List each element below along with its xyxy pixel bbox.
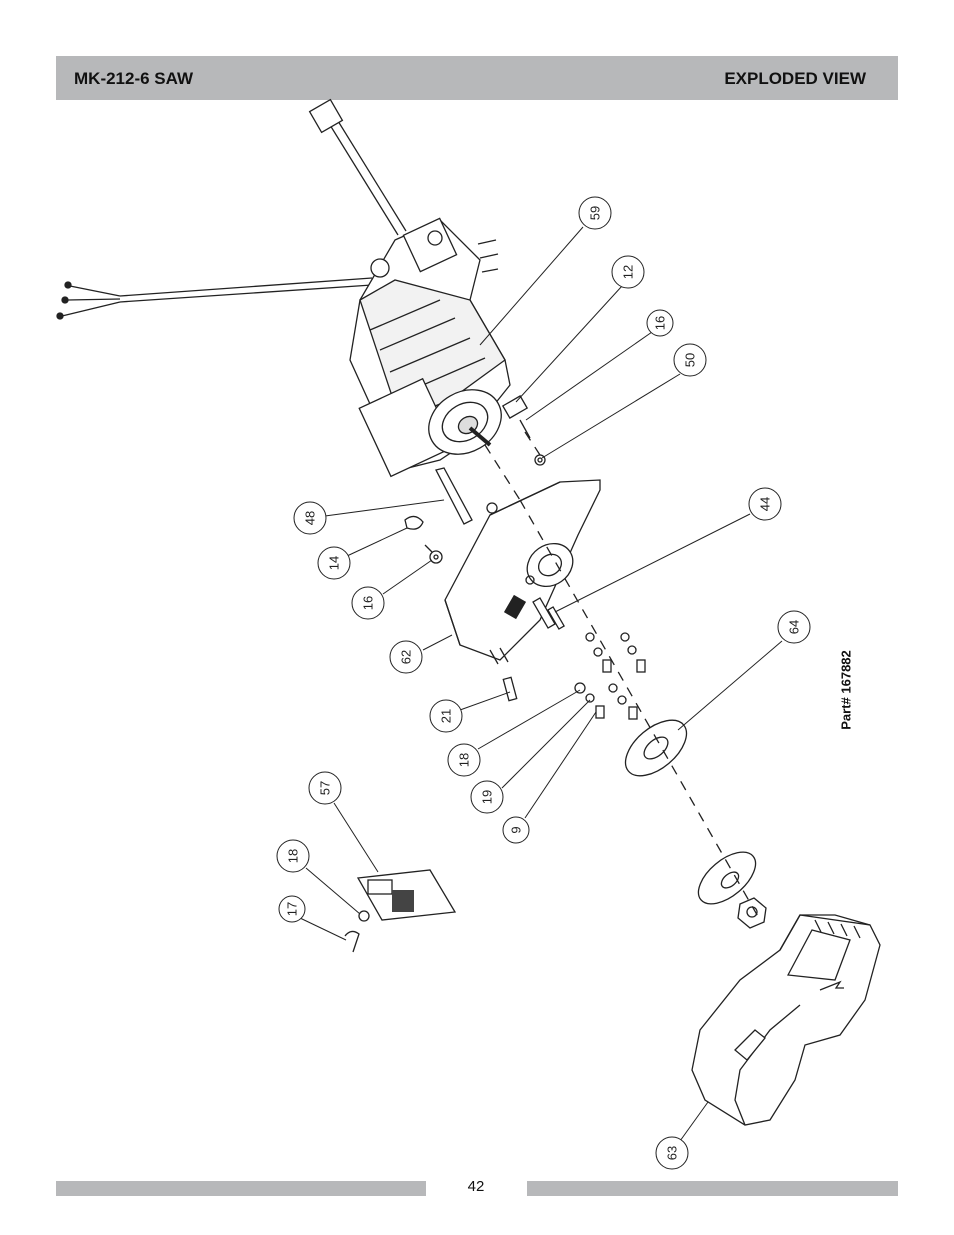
callout-16b: 16 <box>351 586 385 620</box>
callout-57: 57 <box>308 771 342 805</box>
callout-44: 44 <box>748 487 782 521</box>
view-title: EXPLODED VIEW <box>724 69 866 88</box>
svg-text:59: 59 <box>588 206 603 220</box>
small-parts-upper <box>501 395 546 466</box>
svg-text:19: 19 <box>480 790 495 804</box>
callout-12: 12 <box>611 255 645 289</box>
footer-bar-right <box>527 1181 898 1196</box>
motor-assembly <box>349 217 511 478</box>
svg-text:50: 50 <box>683 353 698 367</box>
callout-18a: 18 <box>447 743 481 777</box>
svg-text:62: 62 <box>399 650 414 664</box>
blade-guard-63 <box>691 914 881 1126</box>
wire-leads <box>56 277 373 320</box>
callout-64: 64 <box>777 610 811 644</box>
callout-59: 59 <box>578 196 612 230</box>
svg-text:18: 18 <box>457 753 472 767</box>
svg-text:12: 12 <box>621 265 636 279</box>
callout-bubbles: 59 12 16 50 48 14 16 44 <box>276 196 811 1170</box>
power-cord <box>308 98 407 236</box>
callout-17: 17 <box>278 895 306 923</box>
svg-text:63: 63 <box>665 1146 680 1160</box>
callout-62: 62 <box>389 640 423 674</box>
svg-text:57: 57 <box>318 781 333 795</box>
svg-text:21: 21 <box>439 709 454 723</box>
callout-63: 63 <box>655 1136 689 1170</box>
model-title: MK-212-6 SAW <box>74 69 194 88</box>
callout-48: 48 <box>293 501 327 535</box>
small-parts-mid <box>404 515 443 564</box>
svg-text:9: 9 <box>509 826 524 833</box>
pin-44 <box>532 597 565 630</box>
footer-bar-left <box>56 1181 426 1196</box>
svg-text:16: 16 <box>653 316 668 330</box>
callout-19: 19 <box>470 780 504 814</box>
header-bar: MK-212-6 SAW EXPLODED VIEW <box>56 56 898 100</box>
callout-50: 50 <box>673 343 707 377</box>
svg-text:44: 44 <box>758 497 773 511</box>
gear-housing-62 <box>444 479 601 665</box>
callout-21: 21 <box>429 699 463 733</box>
svg-text:17: 17 <box>285 902 300 916</box>
svg-text:16: 16 <box>361 596 376 610</box>
callout-14: 14 <box>317 546 351 580</box>
alignment-axis <box>424 431 761 921</box>
fastener-cluster <box>502 632 646 720</box>
outer-flange-and-nut <box>697 851 767 929</box>
blade-plate-57 <box>344 869 457 953</box>
svg-text:14: 14 <box>327 556 342 570</box>
leader-lines <box>299 226 783 1142</box>
svg-text:64: 64 <box>787 620 802 634</box>
callout-18b: 18 <box>276 839 310 873</box>
bracket-48 <box>435 467 498 525</box>
callout-9: 9 <box>502 816 530 844</box>
flange-64 <box>624 719 688 777</box>
callout-16a: 16 <box>646 309 674 337</box>
page-number: 42 <box>467 1178 485 1195</box>
svg-text:48: 48 <box>303 511 318 525</box>
svg-text:18: 18 <box>286 849 301 863</box>
